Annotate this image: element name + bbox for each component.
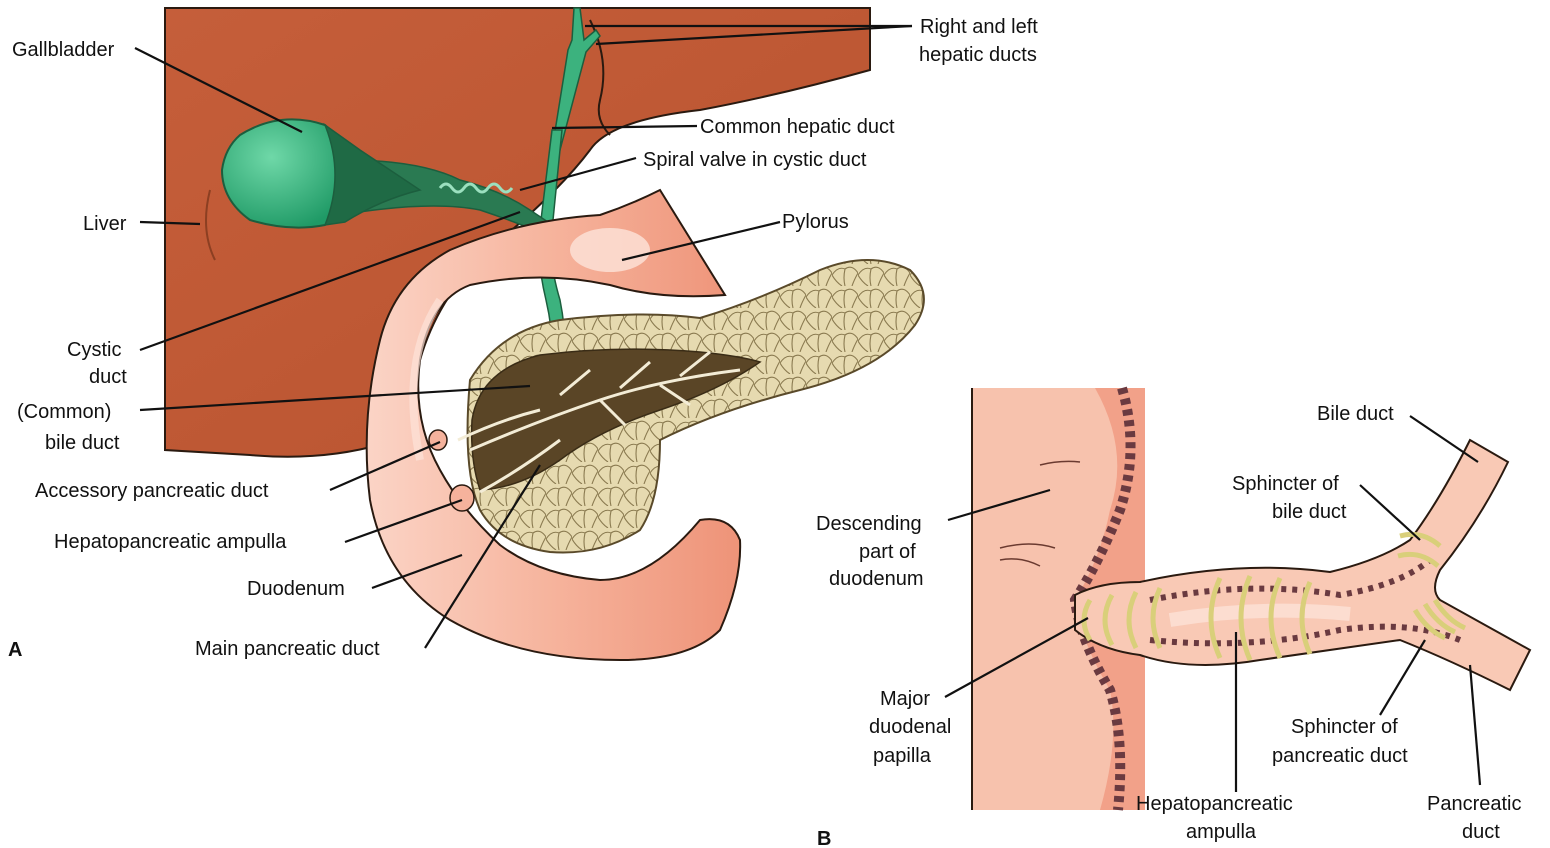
label-spiral-valve: Spiral valve in cystic duct xyxy=(643,149,867,171)
label-descending-line1: Descending xyxy=(816,513,922,535)
label-bile-duct: Bile duct xyxy=(1317,403,1394,425)
label-accessory-pancreatic-duct: Accessory pancreatic duct xyxy=(35,480,269,502)
label-ampulla-line2: ampulla xyxy=(1186,821,1257,843)
panel-b-illustration xyxy=(972,388,1530,810)
label-hepatopancreatic-ampulla: Hepatopancreatic ampulla xyxy=(54,531,287,553)
label-common-hepatic-duct: Common hepatic duct xyxy=(700,116,895,138)
label-liver: Liver xyxy=(83,213,127,235)
label-sphincter-bile-line2: bile duct xyxy=(1272,501,1347,523)
label-major-papilla-line1: Major xyxy=(880,688,930,710)
label-sphincter-panc-line1: Sphincter of xyxy=(1291,716,1398,738)
label-pylorus: Pylorus xyxy=(782,211,849,233)
label-sphincter-panc-line2: pancreatic duct xyxy=(1272,745,1408,767)
label-ampulla-line1: Hepatopancreatic xyxy=(1136,793,1293,815)
label-major-papilla-line3: papilla xyxy=(873,745,932,767)
panel-a-letter: A xyxy=(8,639,22,661)
label-common-bile-duct-line2: bile duct xyxy=(45,432,120,454)
major-papilla xyxy=(450,485,474,511)
label-main-pancreatic-duct: Main pancreatic duct xyxy=(195,638,380,660)
label-descending-line3: duodenum xyxy=(829,568,924,590)
panel-a-illustration xyxy=(165,8,924,660)
label-hepatic-ducts-line2: hepatic ducts xyxy=(919,44,1037,66)
label-pancreatic-duct-line2: duct xyxy=(1462,821,1500,843)
label-major-papilla-line2: duodenal xyxy=(869,716,951,738)
label-cystic-duct-line1: Cystic xyxy=(67,339,121,361)
label-sphincter-bile-line1: Sphincter of xyxy=(1232,473,1339,495)
panel-b-letter: B xyxy=(817,828,831,848)
label-hepatic-ducts-line1: Right and left xyxy=(920,16,1038,38)
minor-papilla xyxy=(429,430,447,450)
label-descending-line2: part of xyxy=(859,541,916,563)
label-gallbladder: Gallbladder xyxy=(12,39,115,61)
label-common-bile-duct-line1: (Common) xyxy=(17,401,111,423)
label-cystic-duct-line2: duct xyxy=(89,366,127,388)
gallbladder-shape xyxy=(222,119,346,227)
label-pancreatic-duct-line1: Pancreatic xyxy=(1427,793,1522,815)
label-duodenum: Duodenum xyxy=(247,578,345,600)
